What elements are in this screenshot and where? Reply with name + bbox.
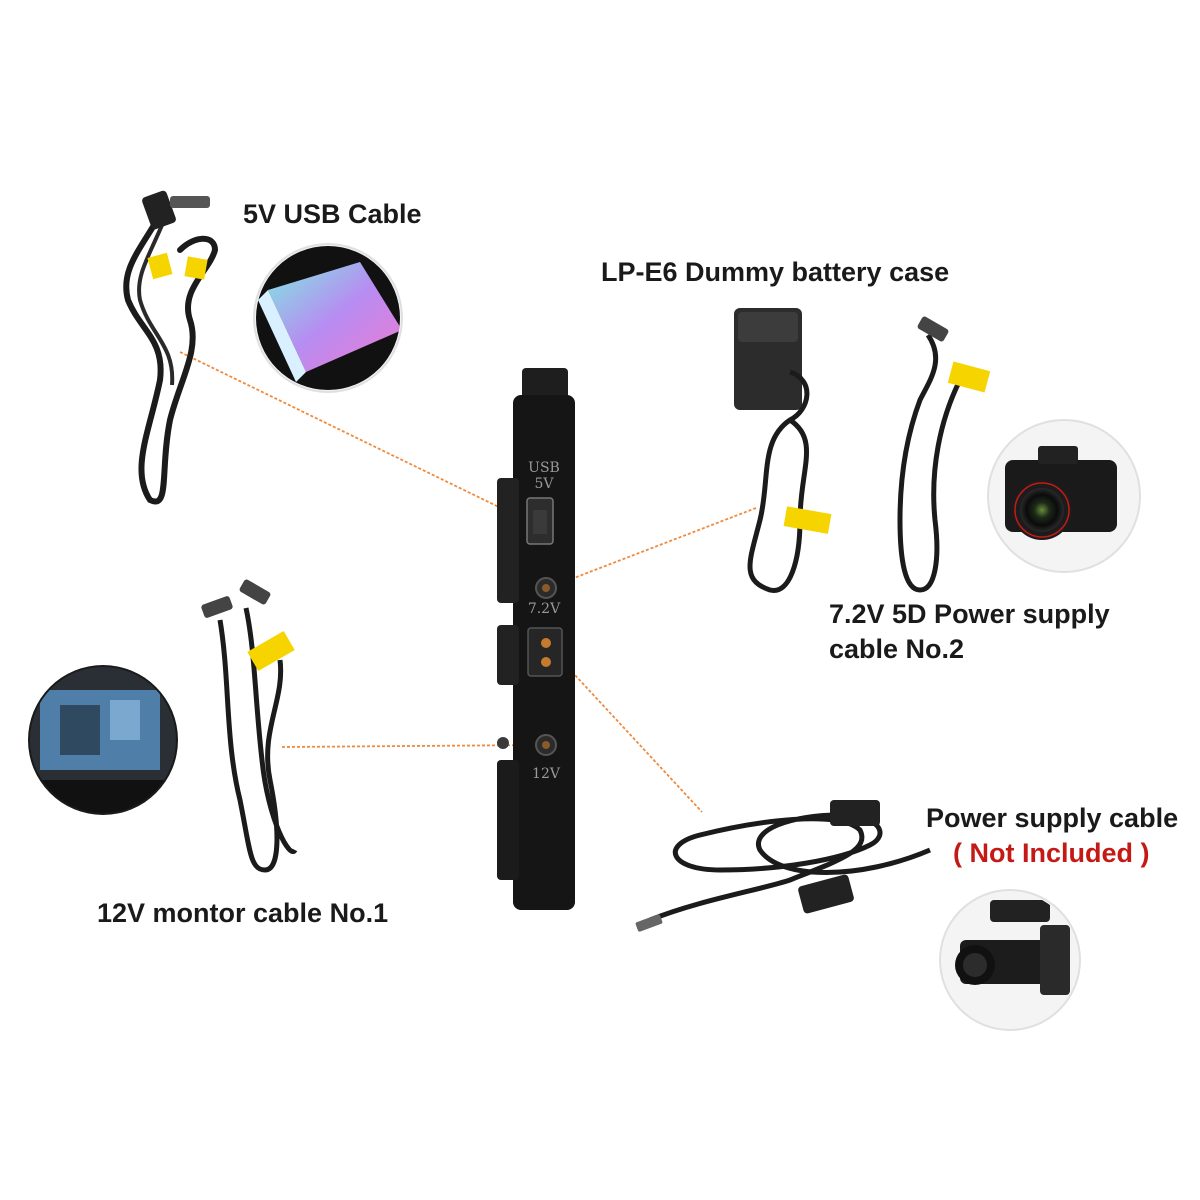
dtap-power-cable: [635, 800, 931, 932]
dummy-battery: [734, 308, 832, 593]
usb-cable: [123, 190, 219, 505]
power-5d-label-line1: 7.2V 5D Power supply: [829, 599, 1110, 629]
monitor-cable: [201, 579, 298, 873]
power-5d-label-line2: cable No.2: [829, 634, 965, 664]
dummy-battery-label: LP-E6 Dummy battery case: [601, 257, 950, 287]
usb-cable-label: 5V USB Cable: [243, 199, 422, 229]
dslr-camera-icon: [987, 419, 1141, 573]
plate-12v-label: 12V: [532, 766, 561, 782]
phone-icon: [253, 243, 403, 393]
v-mount-plate: USB 5V 7.2V 12V: [497, 368, 575, 910]
usb-connector-line: [179, 351, 543, 529]
camcorder-icon: [939, 889, 1081, 1031]
dummy-battery-connector-line: [547, 507, 757, 589]
power-supply-label: Power supply cable: [926, 803, 1179, 833]
monitor-cable-label: 12V montor cable No.1: [97, 898, 389, 928]
monitor-screen-icon: [28, 665, 178, 815]
plate-72v-label: 7.2V: [528, 601, 561, 617]
power-5d-cable: [897, 316, 991, 593]
not-included-label: ( Not Included ): [953, 838, 1150, 868]
plate-5v-label: 5V: [534, 476, 554, 492]
plate-usb-label: USB: [528, 460, 560, 476]
